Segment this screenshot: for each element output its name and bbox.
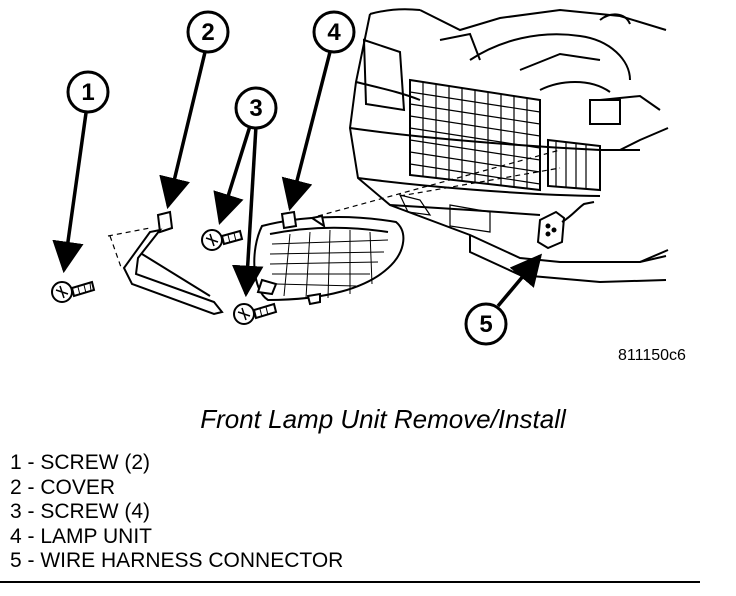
svg-text:3: 3 (249, 95, 262, 122)
legend-item-number: 5 (10, 549, 22, 572)
wire-harness-connector-part (536, 201, 595, 250)
legend-item-text: LAMP UNIT (40, 524, 152, 548)
legend-item-5: 5 - WIRE HARNESS CONNECTOR (10, 549, 344, 572)
leader-arrow-5 (496, 253, 543, 308)
callout-4: 4 (312, 10, 356, 54)
exploded-view-diagram: 1 2 3 4 5 (51, 8, 669, 346)
legend-item-number: 4 (10, 524, 22, 548)
callout-2: 2 (186, 10, 230, 54)
legend-item-number: 3 (10, 500, 22, 523)
legend-item-1: 1 - SCREW (2) (10, 451, 151, 474)
leader-arrow-4 (281, 51, 332, 212)
svg-text:5: 5 (479, 311, 492, 338)
lamp-unit-part (253, 210, 405, 306)
legend-item-text: SCREW (2) (40, 451, 151, 474)
leader-arrows (52, 47, 543, 308)
legend-item-2: 2 - COVER (10, 475, 116, 499)
legend-item-text: COVER (40, 475, 116, 499)
svg-text:4: 4 (327, 19, 341, 46)
parts-legend: 1 - SCREW (2) 2 - COVER 3 - SCREW (4) 4 … (10, 451, 343, 574)
callout-1: 1 (66, 70, 110, 114)
callout-5: 5 (464, 302, 508, 346)
cover-part (122, 210, 224, 316)
svg-text:2: 2 (201, 19, 214, 46)
vehicle-front-end (348, 8, 669, 284)
leader-arrow-3a (213, 125, 252, 226)
leader-arrow-3b (231, 125, 264, 298)
screw-item-3-lower (233, 302, 278, 325)
alignment-lines (107, 149, 561, 271)
legend-item-3: 3 - SCREW (4) (10, 500, 151, 523)
bottom-divider (0, 581, 700, 583)
screw-item-3-upper (201, 229, 244, 251)
legend-item-text: SCREW (4) (40, 500, 151, 523)
legend-item-4: 4 - LAMP UNIT (10, 524, 152, 548)
leader-arrow-1 (52, 112, 88, 274)
figure-id: 811150c6 (618, 347, 686, 364)
legend-item-number: 1 (10, 451, 22, 474)
leader-arrow-2 (159, 47, 208, 210)
svg-text:1: 1 (81, 79, 94, 106)
grille (398, 78, 601, 233)
legend-item-text: WIRE HARNESS CONNECTOR (40, 549, 344, 572)
screw-item-1 (51, 280, 96, 303)
legend-item-number: 2 (10, 475, 22, 499)
callout-3: 3 (234, 86, 278, 130)
diagram-caption: Front Lamp Unit Remove/Install (200, 404, 566, 434)
